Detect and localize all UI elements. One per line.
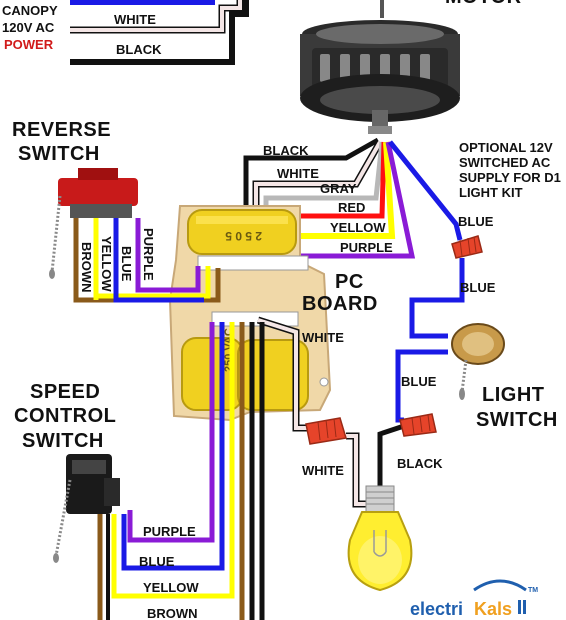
- speed-brown-label: BROWN: [147, 606, 198, 620]
- motor-yellow-label: YELLOW: [330, 220, 386, 235]
- wire-nut-white: [305, 417, 347, 445]
- reverse-switch-label-line2: SWITCH: [18, 143, 100, 165]
- light-black-label: BLACK: [397, 456, 443, 471]
- pc-board-capacitor-right: [237, 339, 309, 411]
- speed-blue-label: BLUE: [139, 554, 175, 569]
- optional-note-line3: SUPPLY FOR D1: [459, 170, 561, 185]
- light-switch-pullchain[interactable]: [460, 359, 468, 393]
- pc-board-connector-top: [197, 255, 309, 271]
- speed-yellow-wire: [111, 322, 235, 599]
- motor-label: MOTOR: [445, 0, 522, 8]
- canopy-black-wire: [70, 0, 249, 65]
- brand-tm: TM: [528, 587, 538, 594]
- reverse-purple-wire: [135, 218, 201, 293]
- light-blue-label-2: BLUE: [460, 280, 496, 295]
- motor-purple-label: PURPLE: [340, 240, 393, 255]
- light-switch-pullchain-end[interactable]: [459, 388, 465, 400]
- speed-switch-pullchain[interactable]: [54, 479, 72, 557]
- brand-name-part1: electri: [410, 599, 463, 619]
- lamp-white-label: WHITE: [302, 463, 344, 478]
- light-black-wire: [377, 423, 405, 490]
- reverse-switch[interactable]: [49, 168, 138, 279]
- reverse-blue-label: BLUE: [119, 246, 134, 282]
- motor-gray-label: GRAY: [320, 181, 357, 196]
- motor-blue-wire: [388, 140, 463, 241]
- speed-control-switch[interactable]: [53, 454, 120, 563]
- motor-bottom-plate: [320, 86, 440, 114]
- light-blue-label-3: BLUE: [401, 374, 437, 389]
- brand-arc: [473, 579, 527, 592]
- wire-nut-black: [399, 413, 437, 437]
- light-switch-face: [462, 332, 494, 356]
- motor-shaft-collar: [368, 126, 392, 134]
- canopy-wires: [70, 0, 249, 65]
- speed-switch-top: [72, 460, 106, 474]
- optional-note-line2: SWITCHED AC: [459, 155, 551, 170]
- reverse-yellow-label: YELLOW: [99, 236, 114, 292]
- reverse-switch-wires: [73, 218, 221, 303]
- pc-board-cap-top-label: 2 5 0 5: [225, 229, 262, 243]
- reverse-brown-label: BROWN: [79, 242, 94, 293]
- reverse-blue-wire: [113, 218, 204, 303]
- speed-purple-wire: [127, 322, 215, 543]
- speed-switch-label-line2: CONTROL: [14, 405, 116, 427]
- reverse-switch-pullchain-end[interactable]: [49, 269, 55, 279]
- reverse-switch-label-line1: REVERSE: [12, 119, 111, 141]
- light-switch-label-line1: LIGHT: [482, 384, 545, 406]
- speed-yellow-label: YELLOW: [143, 580, 199, 595]
- light-switch-label-line2: SWITCH: [476, 409, 558, 431]
- speed-purple-label: PURPLE: [143, 524, 196, 539]
- pc-white-label: WHITE: [302, 330, 344, 345]
- speed-switch-side: [104, 478, 120, 506]
- motor-black-label: BLACK: [263, 143, 309, 158]
- bulb-filament: [373, 530, 387, 557]
- optional-note-line4: LIGHT KIT: [459, 185, 523, 200]
- canopy-black-label: BLACK: [116, 42, 162, 57]
- reverse-switch-pullchain[interactable]: [50, 195, 62, 273]
- motor-white-label: WHITE: [277, 166, 319, 181]
- speed-switch-label-line3: SWITCH: [22, 430, 104, 452]
- pc-board-label-line1: PC: [335, 271, 364, 293]
- speed-switch-pullchain-end[interactable]: [53, 553, 59, 563]
- reverse-switch-base: [70, 204, 132, 218]
- brand-name-part2: Kals: [474, 599, 512, 619]
- canopy-white-wire: [70, 0, 242, 32]
- motor-red-label: RED: [338, 200, 365, 215]
- light-bulb: [347, 485, 413, 592]
- motor: [300, 0, 460, 134]
- canopy-label-line2: 120V AC: [2, 20, 55, 35]
- canopy-label-line1: CANOPY: [2, 3, 58, 18]
- pc-board-label-line2: BOARD: [302, 293, 378, 315]
- motor-black-wire: [243, 137, 380, 250]
- pc-board-connector-bottom: [211, 311, 299, 327]
- canopy-power-label: POWER: [4, 37, 54, 52]
- speed-blue-wire: [121, 322, 225, 571]
- blue-wire-to-switch: [409, 258, 465, 339]
- reverse-switch-body: [58, 178, 138, 206]
- canopy-white-label: WHITE: [114, 12, 156, 27]
- reverse-purple-label: PURPLE: [141, 228, 156, 281]
- light-blue-label-1: BLUE: [458, 214, 494, 229]
- brand-logo: electri Kals TM: [410, 579, 538, 619]
- reverse-yellow-wire: [93, 218, 211, 300]
- motor-inner-top: [316, 24, 444, 44]
- canopy-blue-wire: [70, 0, 215, 5]
- optional-note-line1: OPTIONAL 12V: [459, 140, 553, 155]
- speed-switch-label-line1: SPEED: [30, 381, 100, 403]
- reverse-switch-cap: [78, 168, 118, 180]
- speed-switch-wires: [97, 322, 265, 620]
- light-switch[interactable]: [451, 323, 505, 400]
- wire-nut-blue: [451, 235, 483, 259]
- bulb-base: [365, 485, 395, 513]
